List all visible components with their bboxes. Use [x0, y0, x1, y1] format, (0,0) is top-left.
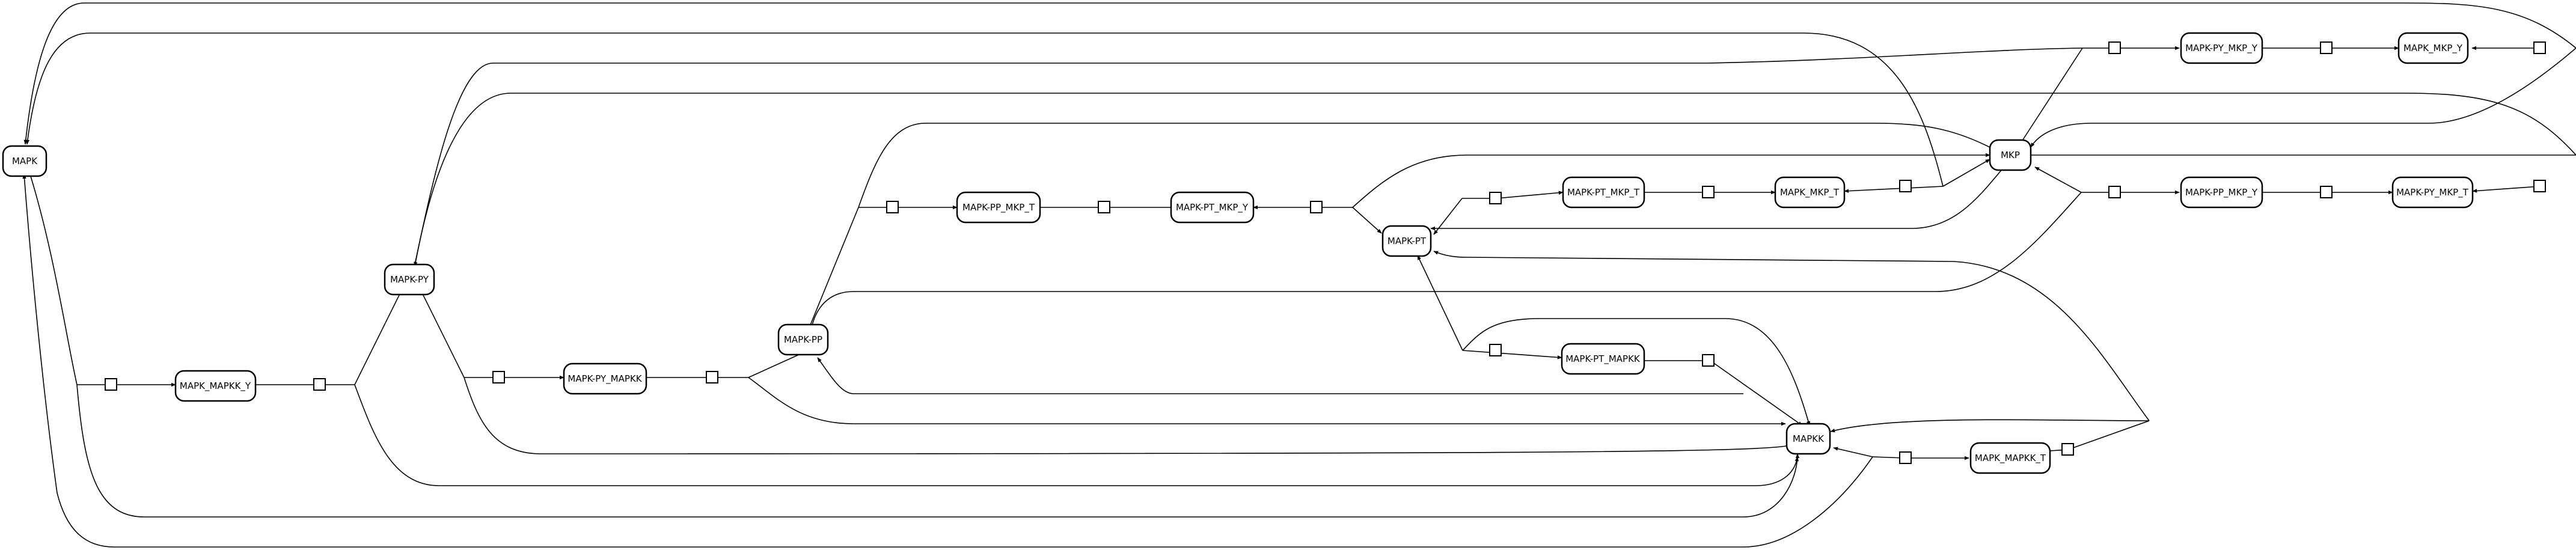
- species-node-mapk-py-mkp-t[interactable]: MAPK-PY_MKP_T: [2391, 176, 2474, 209]
- reaction-node: [1098, 201, 1110, 213]
- species-label: MAPK-PY_MAPKK: [568, 373, 642, 385]
- reaction-node: [105, 378, 117, 391]
- edge-r7-to-mkp: [1352, 153, 1990, 208]
- edge-r16-to-mapk-py-mkp-t: [2472, 186, 2541, 193]
- species-label: MAPK-PT_MAPKK: [1565, 353, 1641, 365]
- reaction-node: [1899, 451, 1912, 464]
- species-node-mapkk[interactable]: MAPKK: [1785, 423, 1831, 455]
- edge-r13-to-mapk: [23, 2, 2576, 145]
- reaction-node: [1702, 354, 1715, 367]
- species-label: MAPK_MAPKK_T: [1975, 453, 2046, 464]
- reaction-node: [2533, 180, 2546, 192]
- edge-r11-from-mkp: [2019, 47, 2083, 145]
- reaction-node: [2320, 186, 2333, 198]
- reaction-node: [2061, 443, 2074, 456]
- species-node-mapk-mkp-y[interactable]: MAPK_MKP_Y: [2397, 32, 2469, 64]
- species-label: MAPK-PT_MKP_T: [1567, 187, 1640, 198]
- edge-mapk-py-to-r11: [414, 47, 2083, 265]
- reaction-node: [2533, 41, 2546, 54]
- species-node-mapk[interactable]: MAPK: [2, 145, 47, 177]
- species-node-mapk-mkp-t[interactable]: MAPK_MKP_T: [1774, 176, 1846, 209]
- species-label: MAPK-PY_MKP_Y: [2185, 43, 2258, 54]
- species-label: MAPK_MKP_T: [1780, 187, 1840, 198]
- edge-mapkk-to-r19: [1833, 447, 1873, 457]
- edge-r20-to-mapkk: [1830, 419, 2150, 433]
- edge-r13-to-mkp: [2030, 47, 2576, 148]
- edge-r4-to-mapk-pp: [748, 351, 806, 378]
- species-node-mapk-pt-mkp-t[interactable]: MAPK-PT_MKP_T: [1562, 176, 1645, 209]
- reaction-node: [1489, 344, 1502, 356]
- species-node-mapk-pp-mkp-t[interactable]: MAPK-PP_MKP_T: [956, 191, 1041, 224]
- species-node-mapk-pt-mapkk[interactable]: MAPK-PT_MAPKK: [1561, 343, 1645, 375]
- edge-mkp-to-r5: [858, 123, 1990, 208]
- species-label: MAPK_MKP_Y: [2403, 43, 2463, 54]
- reaction-node: [313, 378, 326, 391]
- reaction-node: [2108, 186, 2121, 198]
- reaction-node: [1489, 192, 1502, 204]
- species-label: MAPK: [12, 156, 38, 167]
- species-node-mapk-py[interactable]: MAPK-PY: [384, 263, 435, 296]
- species-node-mapk-pt[interactable]: MAPK-PT: [1381, 225, 1432, 257]
- edge-r10-to-mapk-mkp-t: [1844, 186, 1944, 193]
- species-node-mapk-pt-mkp-y[interactable]: MAPK-PT_MKP_Y: [1170, 191, 1255, 224]
- species-label: MAPK-PT_MKP_Y: [1176, 202, 1249, 213]
- reaction-node: [706, 371, 718, 383]
- reaction-node: [886, 201, 899, 213]
- species-label: MAPK-PT: [1387, 236, 1427, 246]
- edge-r2-to-mapkk: [354, 384, 1799, 486]
- reaction-node: [2108, 41, 2121, 54]
- edge-r8-to-mapk-pt-mkp-t: [1496, 191, 1564, 199]
- species-node-mkp[interactable]: MKP: [1989, 139, 2032, 171]
- edge-r18-to-mapkk: [1710, 360, 1803, 426]
- edge-mkp-to-mapk-pt-via-r8: [1430, 169, 2002, 231]
- species-label: MAPK-PP_MKP_T: [962, 202, 1035, 213]
- edge-mapk-to-r1: [29, 174, 78, 385]
- species-node-mapk-mapkk-y[interactable]: MAPK_MAPKK_Y: [174, 370, 257, 402]
- edge-mapk-pt-to-r8: [1433, 198, 1463, 235]
- edge-mapk-pp-to-r5: [805, 207, 859, 337]
- edge-r18-to-mapk-pp: [817, 357, 1743, 394]
- species-label: MAPK-PY: [390, 274, 429, 285]
- edge-r1-to-mapkk: [76, 384, 1800, 518]
- edge-r20-line: [2067, 420, 2150, 450]
- edge-r2-to-mapk-py: [354, 290, 402, 385]
- edge-r19-to-mapk: [22, 174, 1873, 548]
- reaction-nodes: [105, 41, 2546, 464]
- species-label: MAPK-PP: [784, 334, 822, 345]
- species-label: MAPK-PP_MKP_Y: [2185, 187, 2258, 198]
- reaction-node: [1702, 186, 1715, 198]
- edge-r4-to-mapkk: [748, 377, 1786, 426]
- species-node-mapk-py-mkp-y[interactable]: MAPK-PY_MKP_Y: [2180, 32, 2263, 64]
- edge-r17-to-mapk-pt-mapkk: [1462, 350, 1562, 359]
- reaction-node: [1310, 201, 1323, 213]
- edge-mapk-pt-to-r17: [1417, 255, 1463, 351]
- reaction-node: [492, 371, 505, 383]
- species-label: MKP: [2001, 150, 2020, 160]
- species-label: MAPKK: [1793, 433, 1825, 444]
- edge-r16-to-mapk-py: [414, 93, 2576, 267]
- species-node-mapk-py-mapkk[interactable]: MAPK-PY_MAPKK: [563, 362, 647, 395]
- species-node-mapk-pp-mkp-y[interactable]: MAPK-PP_MKP_Y: [2180, 176, 2263, 209]
- reaction-node: [2320, 41, 2333, 54]
- edge-mkp-to-r14: [2034, 167, 2082, 193]
- edge-mapkk-to-r3: [463, 377, 1787, 454]
- reaction-node: [1899, 180, 1912, 192]
- edge-mapk-py-to-r3: [420, 290, 465, 378]
- species-label: MAPK_MAPKK_Y: [180, 380, 251, 392]
- edge-r7-to-mapk-pt: [1352, 207, 1382, 234]
- edge-r14-to-mapk-pp: [809, 192, 2082, 334]
- species-node-mapk-pp[interactable]: MAPK-PP: [777, 323, 829, 356]
- edge-r17-to-mapkk: [1462, 318, 1811, 426]
- species-label: MAPK-PY_MKP_T: [2396, 187, 2469, 198]
- edge-r10-to-mkp: [1942, 159, 1990, 187]
- species-node-mapk-mapkk-t[interactable]: MAPK_MAPKK_T: [1969, 442, 2051, 474]
- edge-r20-to-mapk-pt: [1433, 251, 2150, 421]
- edge-r10-to-mapk: [25, 32, 1944, 187]
